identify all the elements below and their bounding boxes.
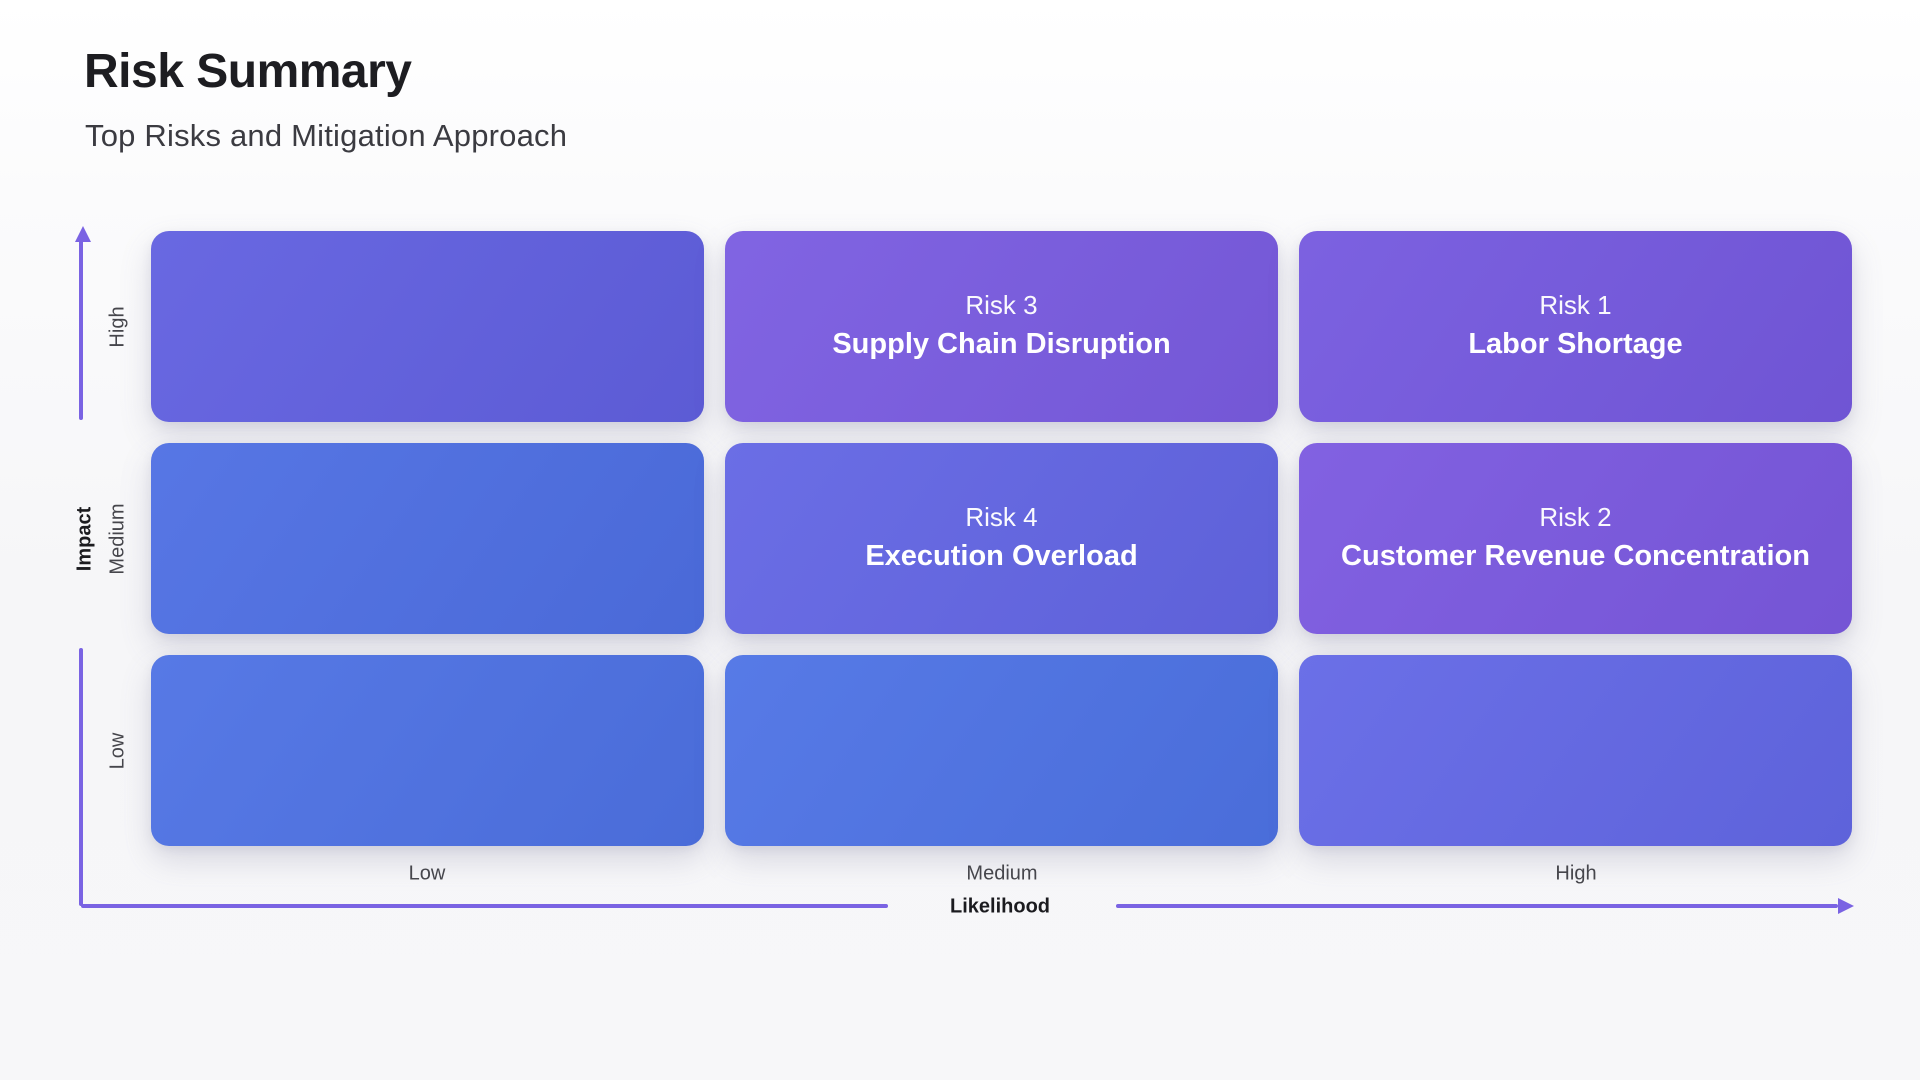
likelihood-tick-high: High [1555,862,1597,885]
risk-id: Risk 4 [965,502,1038,533]
matrix-cell-impact-medium-likelihood-high: Risk 2 Customer Revenue Concentration [1299,443,1852,634]
matrix-cell-impact-high-likelihood-low [151,231,704,422]
risk-matrix: Risk 3 Supply Chain Disruption Risk 1 La… [151,231,1852,846]
risk-title: Execution Overload [865,540,1138,573]
impact-tick-medium: Medium [106,503,129,575]
risk-id: Risk 3 [965,290,1038,321]
matrix-cell-impact-low-likelihood-high [1299,655,1852,846]
risk-title: Labor Shortage [1468,328,1683,361]
matrix-cell-impact-low-likelihood-medium [725,655,1278,846]
matrix-cell-impact-medium-likelihood-low [151,443,704,634]
risk-id: Risk 1 [1539,290,1612,321]
likelihood-axis-line-left [81,904,888,908]
likelihood-axis-line-right [1116,904,1838,908]
impact-axis-line-top [79,240,83,420]
matrix-cell-impact-high-likelihood-medium: Risk 3 Supply Chain Disruption [725,231,1278,422]
impact-tick-high: High [106,306,129,348]
impact-axis-arrow-icon [75,226,91,242]
risk-id: Risk 2 [1539,502,1612,533]
risk-title: Supply Chain Disruption [832,328,1171,361]
impact-axis-line-bottom [79,648,83,906]
matrix-cell-impact-low-likelihood-low [151,655,704,846]
impact-axis-label: Impact [73,506,96,572]
likelihood-axis-arrow-icon [1838,898,1854,914]
likelihood-axis-label: Likelihood [950,895,1050,918]
page-title: Risk Summary [84,45,412,98]
likelihood-tick-medium: Medium [966,862,1038,885]
page-subtitle: Top Risks and Mitigation Approach [85,118,568,153]
likelihood-tick-low: Low [408,862,446,885]
matrix-cell-impact-medium-likelihood-medium: Risk 4 Execution Overload [725,443,1278,634]
matrix-cell-impact-high-likelihood-high: Risk 1 Labor Shortage [1299,231,1852,422]
impact-tick-low: Low [106,732,129,770]
risk-title: Customer Revenue Concentration [1341,540,1810,573]
